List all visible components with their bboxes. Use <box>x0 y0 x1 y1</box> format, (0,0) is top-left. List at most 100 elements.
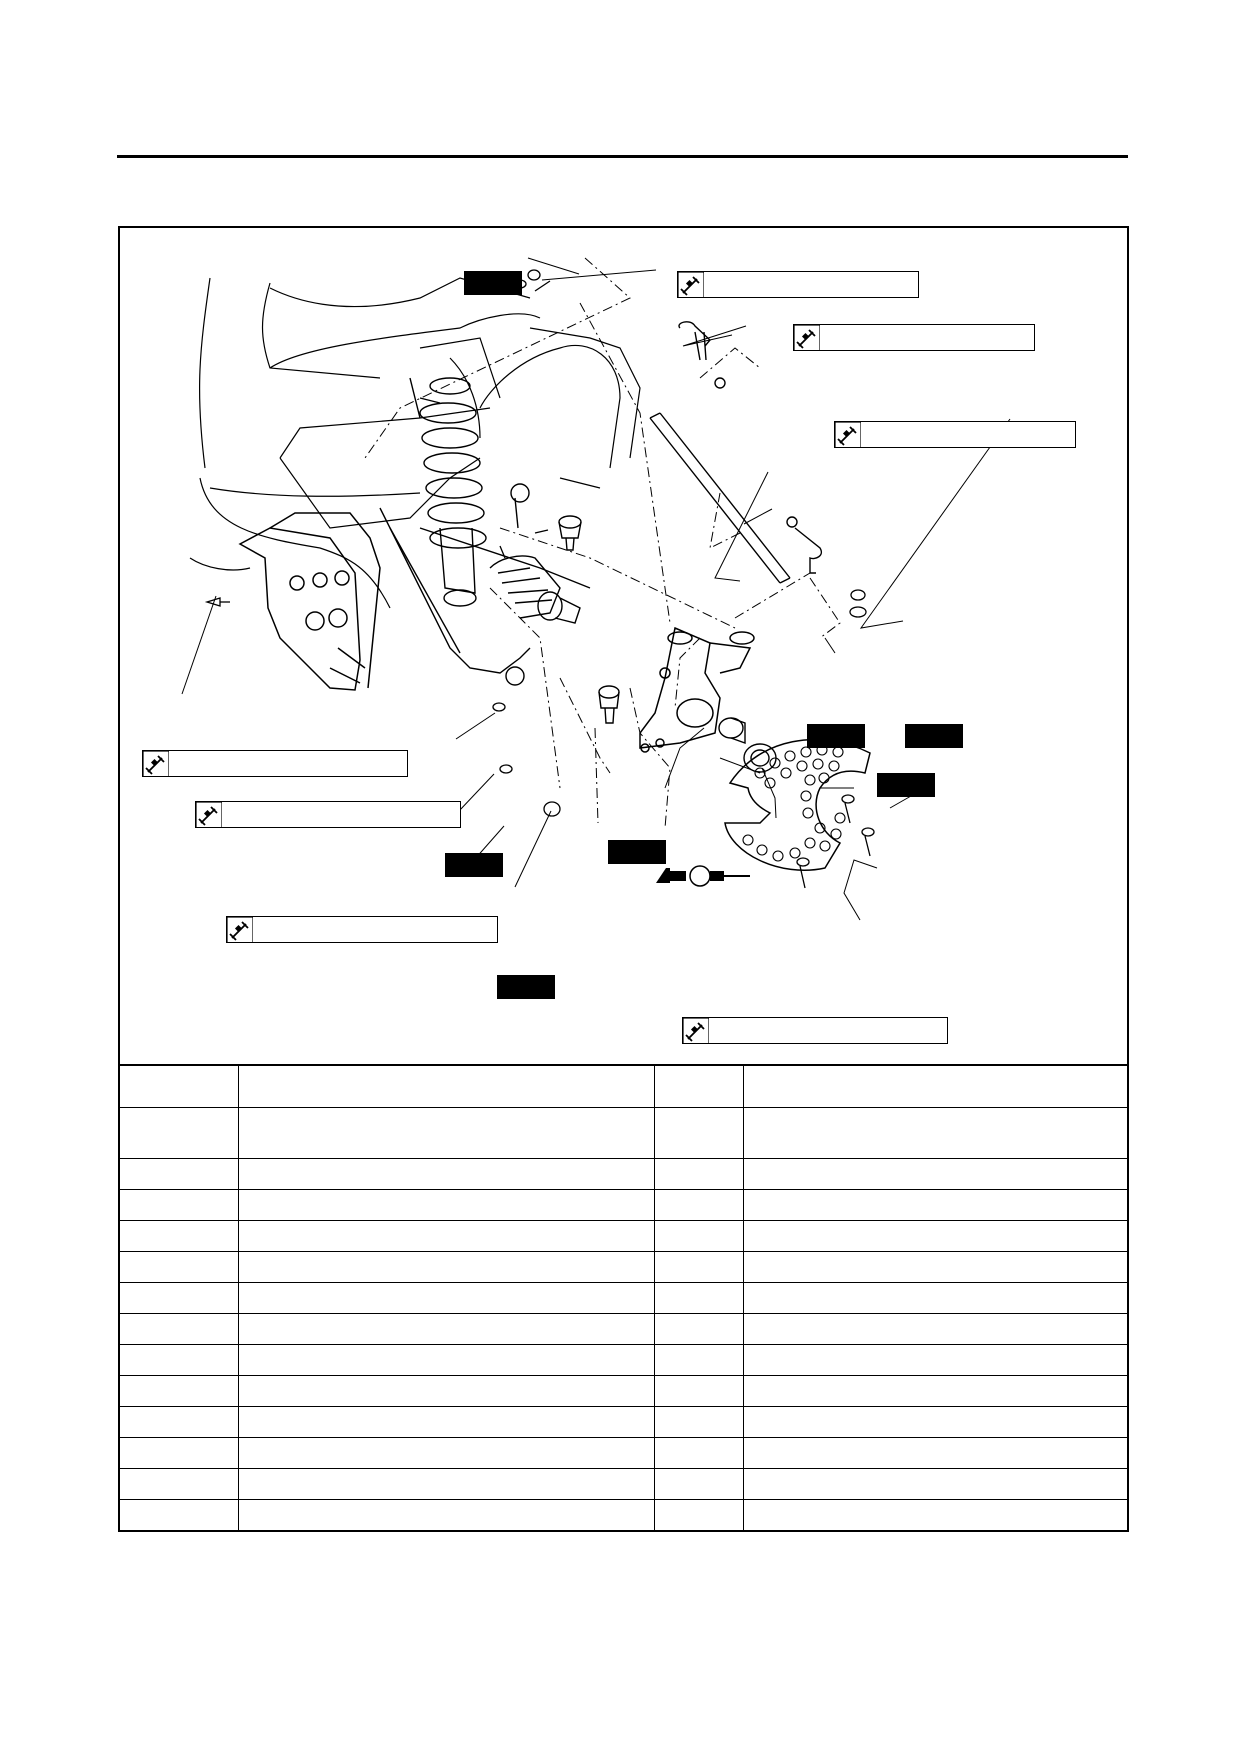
table-row <box>120 1498 1127 1530</box>
skid-plate <box>238 512 381 691</box>
table-cell <box>653 1405 744 1438</box>
table-cell <box>120 1250 239 1283</box>
lower-arm <box>379 483 591 686</box>
table-row <box>120 1405 1127 1438</box>
torque-callout-6 <box>226 916 498 943</box>
table-cell <box>742 1467 1127 1500</box>
torque-wrench-icon <box>227 917 253 942</box>
table-cell <box>237 1498 655 1530</box>
header-rule <box>117 155 1128 158</box>
new-part-tag <box>497 975 555 999</box>
table-cell <box>120 1281 239 1314</box>
table-cell <box>653 1250 744 1283</box>
table-cell <box>237 1250 655 1283</box>
table-cell <box>120 1405 239 1438</box>
table-header-cell <box>653 1064 744 1108</box>
table-row <box>120 1312 1127 1345</box>
ball-joint-upper <box>558 515 582 551</box>
table-cell <box>653 1467 744 1500</box>
table-cell <box>742 1219 1127 1252</box>
table-cell <box>742 1188 1127 1221</box>
table-row <box>120 1436 1127 1469</box>
table-cell <box>237 1157 655 1190</box>
ball-joint <box>598 685 620 724</box>
table-cell <box>742 1436 1127 1469</box>
table-row <box>120 1219 1127 1252</box>
table-cell <box>653 1312 744 1345</box>
table-cell <box>653 1343 744 1376</box>
table-row <box>120 1374 1127 1407</box>
table-cell <box>237 1405 655 1438</box>
table-cell <box>653 1157 744 1190</box>
table-cell <box>237 1374 655 1407</box>
new-part-tag <box>877 773 935 797</box>
drive-shaft <box>489 555 581 624</box>
torque-callout-4 <box>142 750 408 777</box>
new-part-tag <box>445 853 503 877</box>
table-cell <box>237 1188 655 1221</box>
table-cell <box>653 1188 744 1221</box>
torque-callout-2 <box>793 324 1035 351</box>
table-cell <box>653 1281 744 1314</box>
table-cell <box>120 1467 239 1500</box>
table-cell <box>742 1250 1127 1283</box>
table-cell <box>653 1219 744 1252</box>
table-cell <box>120 1157 239 1190</box>
steering-knuckle <box>639 626 755 753</box>
table-cell <box>237 1106 655 1159</box>
torque-wrench-icon <box>794 325 820 350</box>
table-cell <box>237 1343 655 1376</box>
table-cell <box>653 1498 744 1530</box>
torque-wrench-icon <box>683 1018 709 1043</box>
frame-background-sketch <box>189 277 641 609</box>
torque-callout-5 <box>195 801 461 828</box>
table-row <box>120 1188 1127 1221</box>
new-part-tag <box>905 724 963 748</box>
table-cell <box>653 1436 744 1469</box>
parts-table <box>120 1064 1127 1530</box>
table-cell <box>237 1219 655 1252</box>
exploded-diagram <box>181 257 1011 921</box>
table-cell <box>237 1467 655 1500</box>
table-row <box>120 1106 1127 1159</box>
table-header-cell <box>120 1064 239 1108</box>
table-cell <box>742 1312 1127 1345</box>
table-cell <box>653 1374 744 1407</box>
table-cell <box>120 1188 239 1221</box>
shock-absorber <box>409 377 487 607</box>
table-cell <box>653 1106 744 1159</box>
table-cell <box>742 1157 1127 1190</box>
table-cell <box>742 1374 1127 1407</box>
torque-wrench-icon <box>678 272 704 297</box>
torque-callout-3 <box>834 421 1076 448</box>
torque-wrench-icon <box>835 422 861 447</box>
table-row <box>120 1250 1127 1283</box>
torque-callout-1 <box>677 271 919 298</box>
tie-rod <box>649 321 822 584</box>
bolts <box>204 269 875 889</box>
table-cell <box>742 1405 1127 1438</box>
table-row <box>120 1281 1127 1314</box>
diagram-frame <box>118 226 1129 1532</box>
table-cell <box>120 1436 239 1469</box>
table-cell <box>237 1312 655 1345</box>
table-row <box>120 1157 1127 1190</box>
table-cell <box>742 1281 1127 1314</box>
table-header-cell <box>742 1064 1127 1108</box>
table-cell <box>120 1498 239 1530</box>
table-cell <box>120 1312 239 1345</box>
table-header-cell <box>237 1064 655 1108</box>
table-cell <box>237 1436 655 1469</box>
grease-icon <box>656 865 750 887</box>
torque-wrench-icon <box>196 802 222 827</box>
table-cell <box>742 1498 1127 1530</box>
disc-guard <box>724 738 871 871</box>
new-part-tag <box>464 271 522 295</box>
torque-callout-7 <box>682 1017 948 1044</box>
table-cell <box>237 1281 655 1314</box>
table-cell <box>120 1374 239 1407</box>
table-header-row <box>120 1064 1127 1108</box>
new-part-tag <box>608 840 666 864</box>
table-cell <box>742 1343 1127 1376</box>
torque-wrench-icon <box>143 751 169 776</box>
